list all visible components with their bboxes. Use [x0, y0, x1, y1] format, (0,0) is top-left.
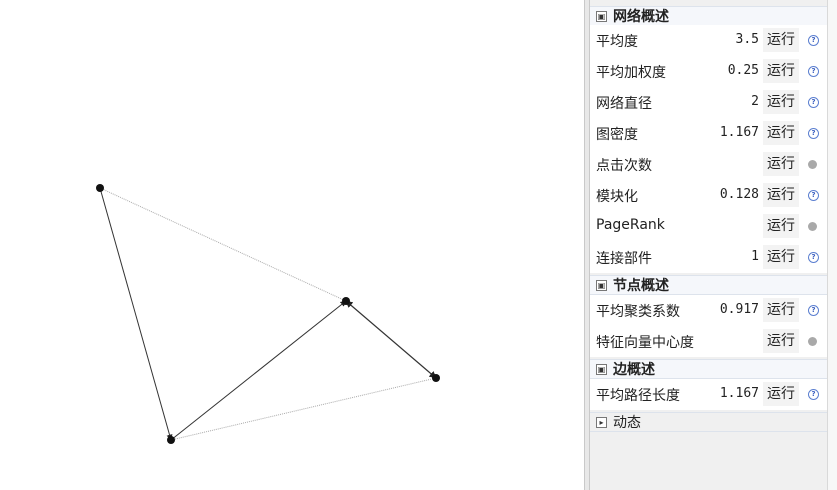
graph-canvas[interactable]: [0, 0, 584, 490]
section-title: 边概述: [613, 362, 655, 378]
help-icon[interactable]: ?: [808, 66, 819, 77]
graph-node[interactable]: [432, 374, 440, 382]
edge-d-b[interactable]: [170, 300, 347, 441]
stat-value: 0.917: [719, 302, 759, 317]
section-header-network-overview[interactable]: ▣ 网络概述: [590, 6, 827, 26]
stat-row-pagerank: PageRank 运行: [590, 211, 827, 242]
stat-value: 3.5: [735, 32, 759, 47]
graph-node[interactable]: [167, 436, 175, 444]
run-button[interactable]: 运行: [763, 329, 799, 353]
stat-label: 图密度: [596, 127, 638, 143]
collapse-toggle-icon[interactable]: ▣: [596, 363, 607, 375]
disabled-dot-icon: [808, 160, 817, 169]
help-icon[interactable]: ?: [808, 128, 819, 139]
edge-d-c[interactable]: [170, 377, 437, 441]
section-title: 动态: [613, 415, 641, 431]
run-button[interactable]: 运行: [763, 90, 799, 114]
stat-row-average-degree: 平均度 3.5 运行 ?: [590, 25, 827, 56]
stat-label: 点击次数: [596, 158, 652, 174]
stat-value: 1.167: [719, 386, 759, 401]
stat-label: 模块化: [596, 189, 638, 205]
collapse-toggle-icon[interactable]: ▣: [596, 10, 607, 22]
stat-row-hits: 点击次数 运行: [590, 149, 827, 180]
graph-svg[interactable]: [0, 0, 584, 490]
graph-node[interactable]: [96, 184, 104, 192]
stat-row-avg-clustering: 平均聚类系数 0.917 运行 ?: [590, 295, 827, 326]
stat-label: 网络直径: [596, 96, 652, 112]
run-button[interactable]: 运行: [763, 28, 799, 52]
disabled-dot-icon: [808, 222, 817, 231]
stat-row-average-weighted-degree: 平均加权度 0.25 运行 ?: [590, 56, 827, 87]
stat-row-eigenvector-centrality: 特征向量中心度 运行: [590, 326, 827, 357]
stat-label: 连接部件: [596, 251, 652, 267]
panel-empty-area: [590, 433, 827, 490]
help-icon[interactable]: ?: [808, 389, 819, 400]
stat-value: 0.128: [719, 187, 759, 202]
disabled-dot-icon: [808, 337, 817, 346]
run-button[interactable]: 运行: [763, 152, 799, 176]
edge-b-c[interactable]: [345, 300, 437, 379]
stat-row-avg-path-length: 平均路径长度 1.167 运行 ?: [590, 379, 827, 410]
help-icon[interactable]: ?: [808, 252, 819, 263]
help-icon[interactable]: ?: [808, 35, 819, 46]
section-title: 节点概述: [613, 278, 669, 294]
panel-splitter[interactable]: [584, 0, 590, 490]
collapse-toggle-icon[interactable]: ▣: [596, 279, 607, 291]
stat-row-network-diameter: 网络直径 2 运行 ?: [590, 87, 827, 118]
section-title: 网络概述: [613, 9, 669, 25]
section-header-dynamic[interactable]: ▸ 动态: [590, 412, 827, 432]
stat-label: 平均加权度: [596, 65, 666, 81]
stat-row-modularity: 模块化 0.128 运行 ?: [590, 180, 827, 211]
stat-label: 特征向量中心度: [596, 335, 694, 351]
edge-a-d[interactable]: [99, 187, 173, 441]
statistics-panel: ▣ 网络概述 平均度 3.5 运行 ? 平均加权度 0.25 运行 ? 网络直径…: [590, 0, 827, 490]
expand-toggle-icon[interactable]: ▸: [596, 416, 607, 428]
run-button[interactable]: 运行: [763, 298, 799, 322]
help-icon[interactable]: ?: [808, 97, 819, 108]
stat-label: 平均度: [596, 34, 638, 50]
graph-node[interactable]: [342, 297, 350, 305]
stat-label: 平均聚类系数: [596, 304, 680, 320]
help-icon[interactable]: ?: [808, 190, 819, 201]
stat-label: 平均路径长度: [596, 388, 680, 404]
run-button[interactable]: 运行: [763, 382, 799, 406]
stat-row-connected-components: 连接部件 1 运行 ?: [590, 242, 827, 273]
run-button[interactable]: 运行: [763, 59, 799, 83]
stat-label: PageRank: [596, 217, 665, 233]
run-button[interactable]: 运行: [763, 245, 799, 269]
stat-value: 1.167: [719, 125, 759, 140]
run-button[interactable]: 运行: [763, 121, 799, 145]
stat-value: 2: [751, 94, 759, 109]
section-header-edge-overview[interactable]: ▣ 边概述: [590, 359, 827, 379]
section-header-node-overview[interactable]: ▣ 节点概述: [590, 275, 827, 295]
stat-value: 0.25: [727, 63, 759, 78]
right-edge-strip: [827, 0, 837, 490]
edge-a-b[interactable]: [99, 187, 347, 302]
run-button[interactable]: 运行: [763, 183, 799, 207]
stat-row-graph-density: 图密度 1.167 运行 ?: [590, 118, 827, 149]
help-icon[interactable]: ?: [808, 305, 819, 316]
run-button[interactable]: 运行: [763, 214, 799, 238]
stat-value: 1: [751, 249, 759, 264]
